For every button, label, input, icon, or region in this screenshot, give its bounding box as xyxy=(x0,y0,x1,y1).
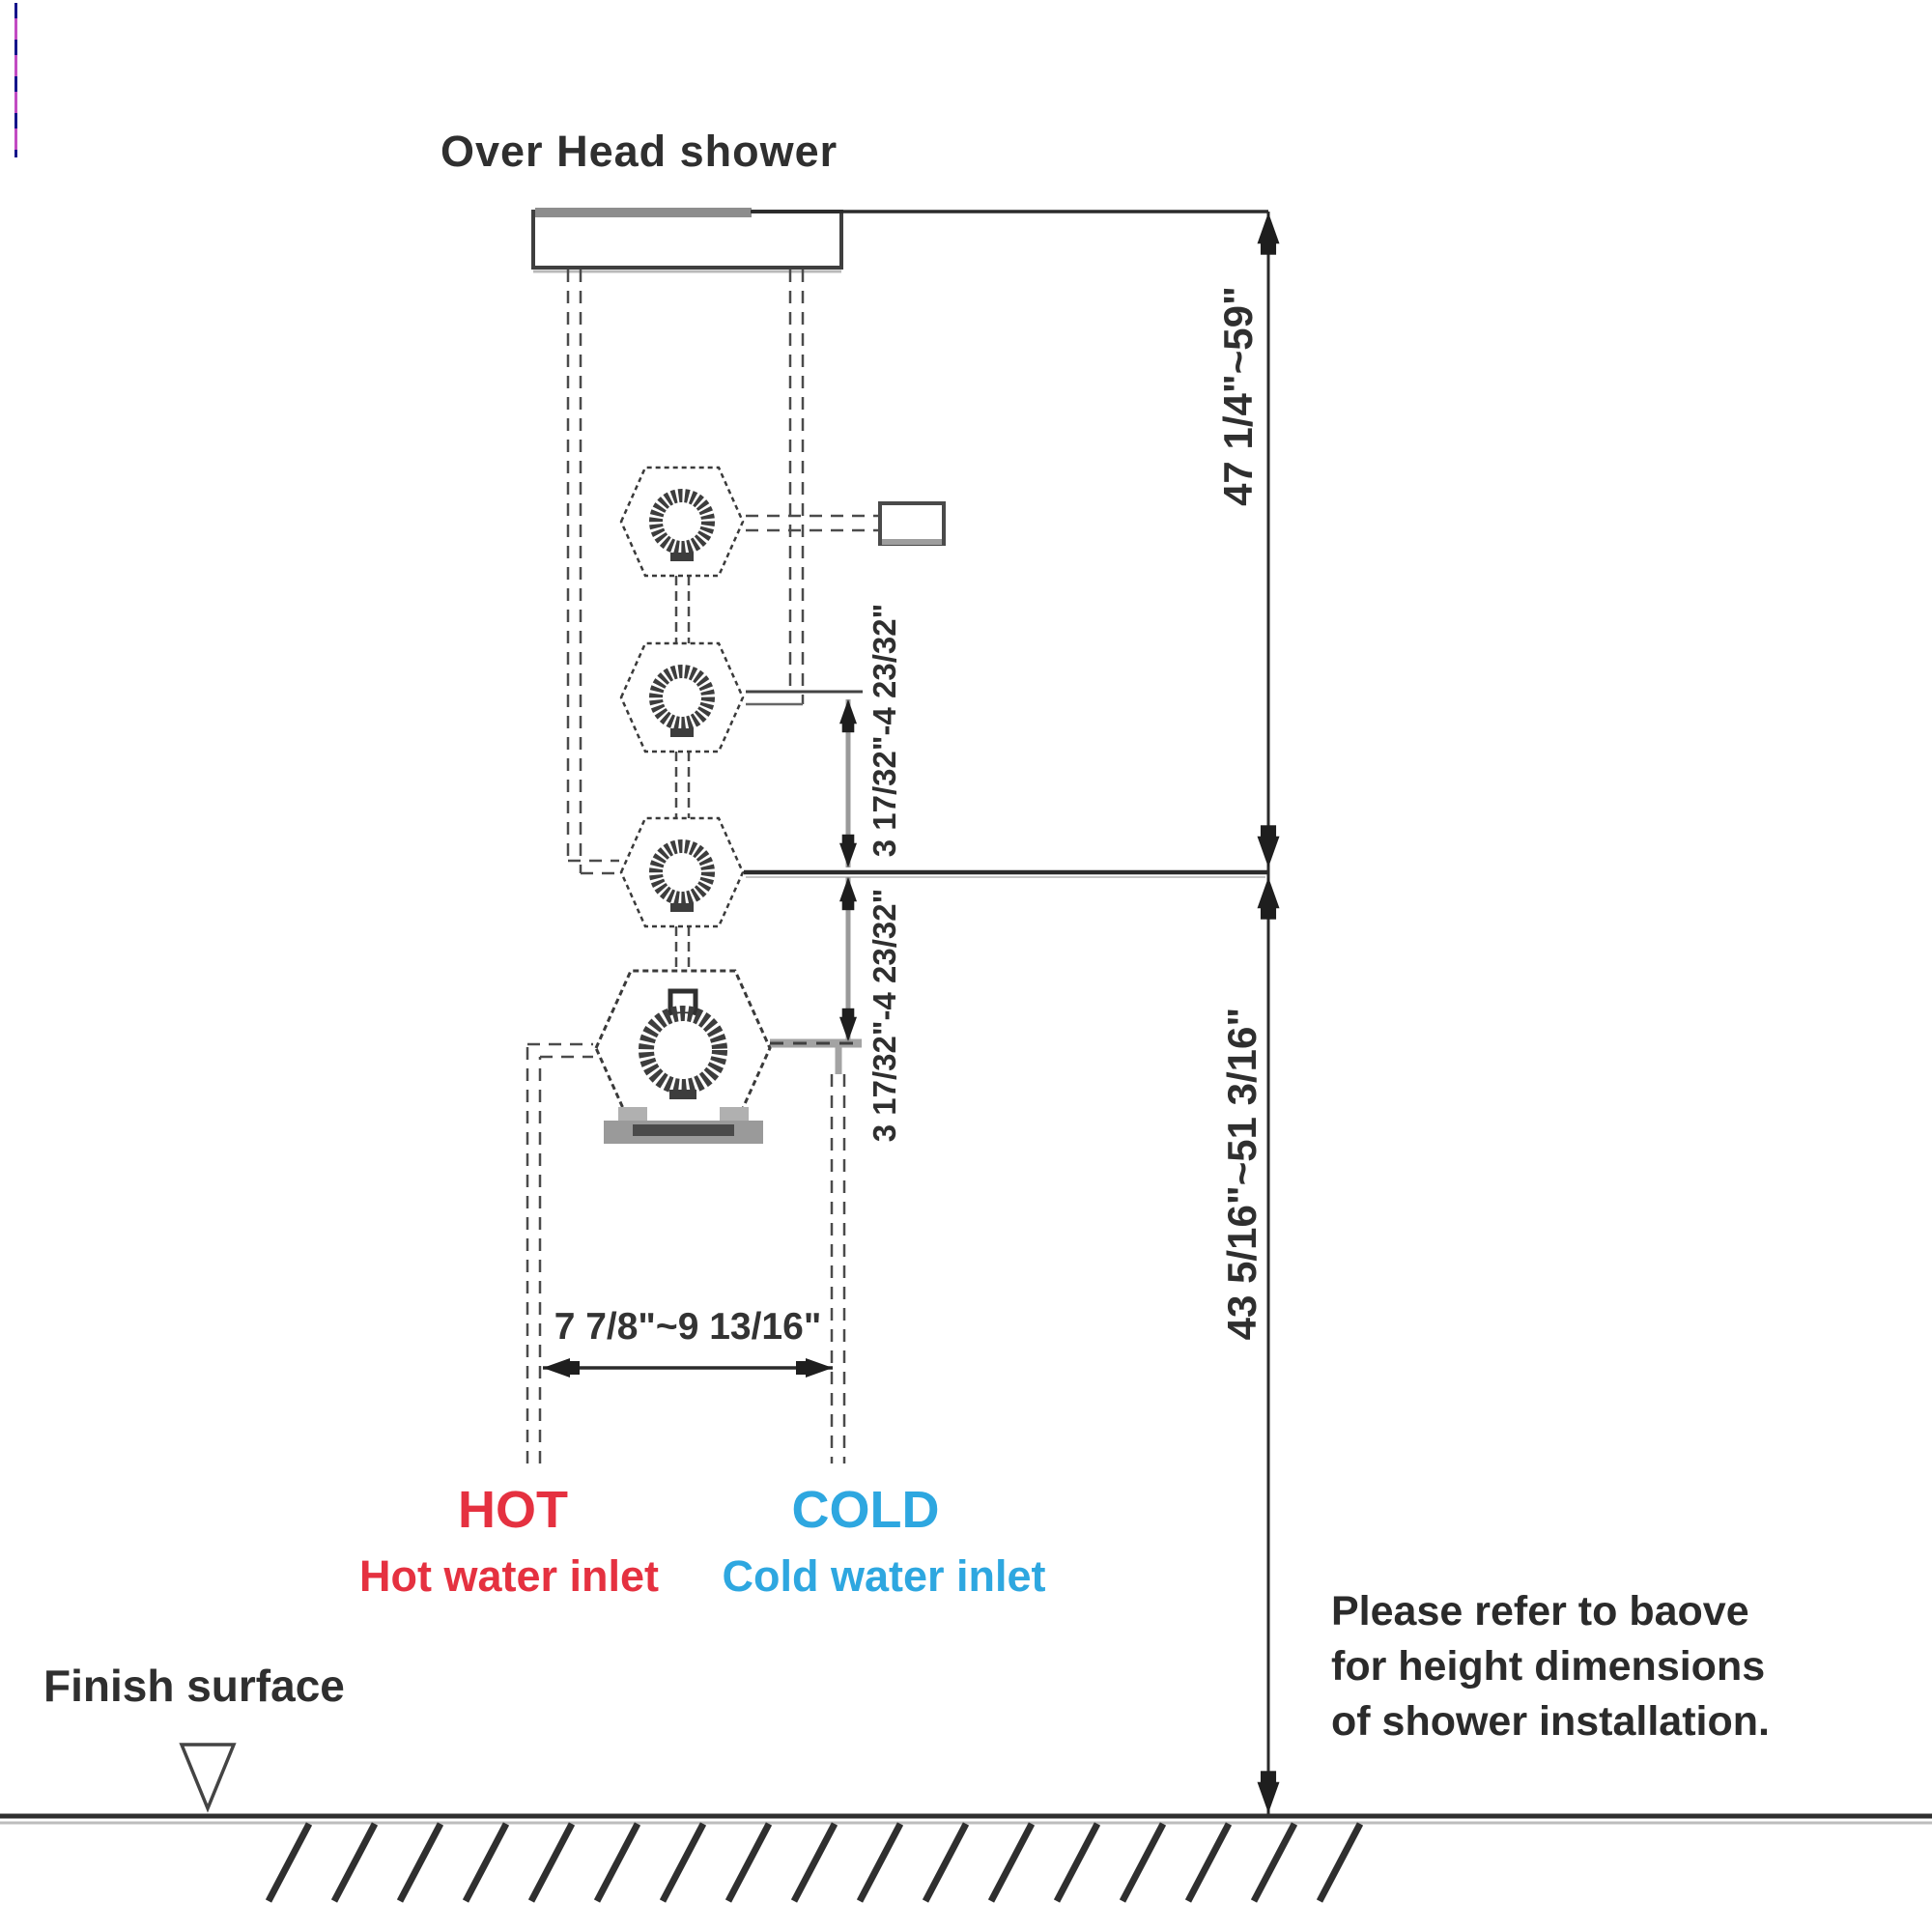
handle-connector xyxy=(746,514,880,532)
escutcheon-base xyxy=(604,1107,763,1144)
cold-water-inlet-label: Cold water inlet xyxy=(722,1551,1046,1601)
valve-height-dimension-label: 43 5/16"~51 3/16" xyxy=(1219,1007,1264,1341)
note-line-1: Please refer to baove xyxy=(1331,1588,1749,1634)
valve-gap-dimension-lower xyxy=(839,877,857,1041)
installation-note: Please refer to baove for height dimensi… xyxy=(1331,1584,1770,1749)
cold-inlet-pipe xyxy=(770,1038,862,1463)
scan-artifact-dashes xyxy=(14,3,17,157)
hot-inlet-pipe xyxy=(526,1042,593,1463)
floor-hatching xyxy=(265,1822,1364,1903)
valve-gap-upper-label: 3 17/32"-4 23/32" xyxy=(867,603,902,858)
height-dimension-line xyxy=(1257,212,1280,1814)
valve-gap-dimension-upper xyxy=(746,690,863,867)
head-height-dimension-label: 47 1/4"~59" xyxy=(1215,286,1261,506)
valve-1 xyxy=(619,466,745,578)
finish-surface-marker xyxy=(179,1743,237,1813)
hot-water-inlet-label: Hot water inlet xyxy=(358,1551,660,1601)
hot-label: HOT xyxy=(458,1481,568,1539)
diagram-title: Over Head shower xyxy=(440,127,838,176)
valve-3 xyxy=(619,816,745,928)
finish-surface-label: Finish surface xyxy=(43,1661,345,1711)
valve-gap-lower-label: 3 17/32"-4 23/32" xyxy=(867,888,902,1143)
note-line-2: for height dimensions xyxy=(1331,1643,1766,1690)
cold-label: COLD xyxy=(791,1481,940,1539)
inlet-spacing-label: 7 7/8"~9 13/16" xyxy=(554,1306,822,1348)
shower-head-bar xyxy=(531,208,843,273)
supply-pipe-left xyxy=(566,270,619,875)
valve-connectors xyxy=(674,576,691,971)
main-valve xyxy=(594,969,772,1127)
riser-pipe xyxy=(788,270,805,704)
floor-line xyxy=(0,1813,1932,1825)
note-line-3: of shower installation. xyxy=(1331,1698,1770,1745)
inlet-spacing-dimension xyxy=(543,1358,833,1378)
valve-reference-line xyxy=(744,869,1268,878)
diverter-handle xyxy=(878,501,946,546)
valve-2 xyxy=(619,641,745,753)
